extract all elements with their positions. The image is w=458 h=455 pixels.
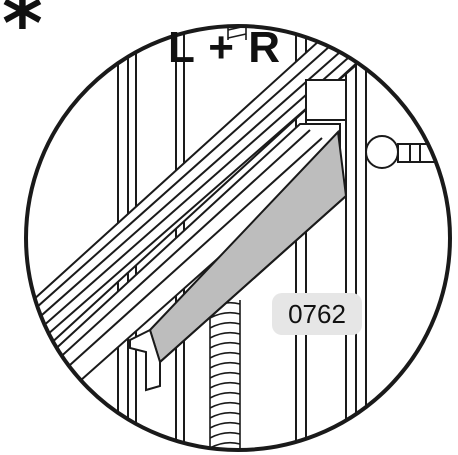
orientation-label: L + R	[168, 23, 282, 72]
mounting-bracket	[305, 79, 439, 169]
screw-icon	[365, 135, 399, 169]
diagonal-rail-profiles	[26, 39, 361, 450]
detail-contents	[26, 26, 439, 450]
part-number-badge: 0762	[272, 293, 362, 335]
threaded-spindle-top	[227, 26, 247, 40]
annotation-asterisk: *	[2, 0, 43, 70]
highlighted-support-rail	[129, 129, 348, 392]
threaded-spindle-bottom	[209, 300, 241, 450]
detail-magnifier-circle	[24, 24, 452, 452]
